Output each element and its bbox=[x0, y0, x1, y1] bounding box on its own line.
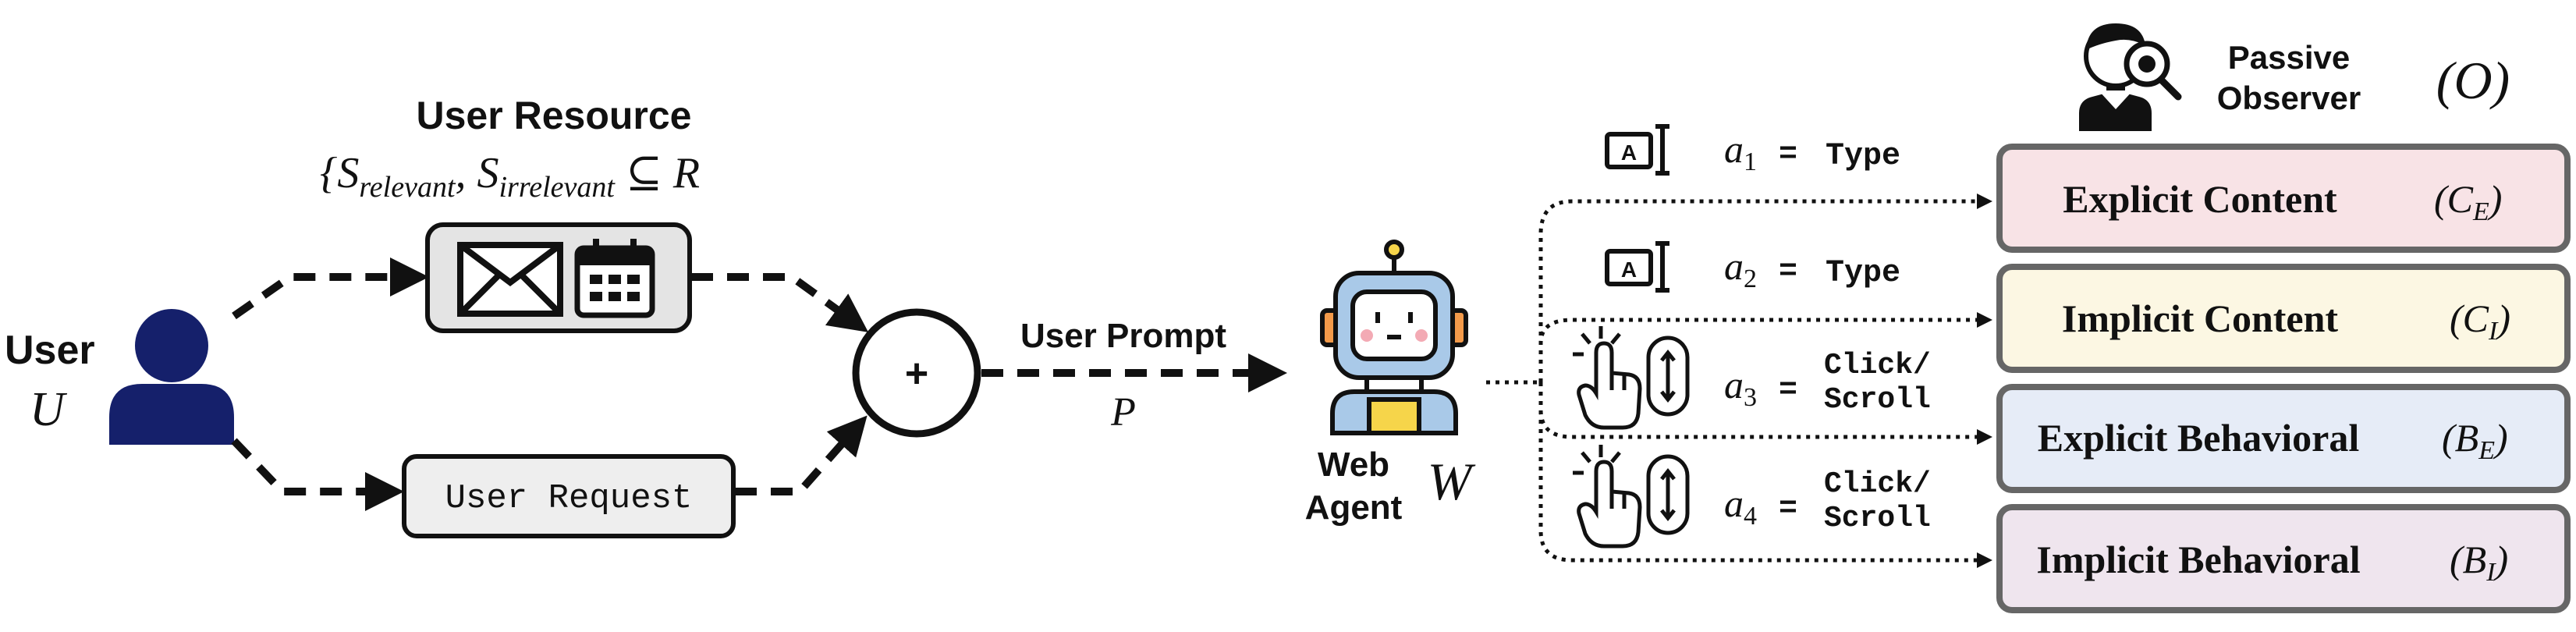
category-label: Implicit Behavioral bbox=[2036, 538, 2360, 581]
web-agent: Web Agent W bbox=[1305, 240, 1476, 527]
leakage-categories: Explicit Content (CE) Implicit Content (… bbox=[1996, 144, 2571, 613]
action-4-var: a4 bbox=[1724, 481, 1757, 531]
category-box bbox=[1996, 144, 2571, 253]
action-1: A a1 = Type bbox=[1605, 124, 1900, 176]
category-explicit-content: Explicit Content (CE) bbox=[1996, 144, 2571, 253]
action-4: a4 = Click/ Scroll bbox=[1573, 445, 1931, 549]
action-3-var: a3 bbox=[1724, 363, 1757, 412]
action-4-name-line1: Click/ bbox=[1824, 467, 1931, 501]
svg-text:A: A bbox=[1621, 257, 1637, 282]
request-label: User Request bbox=[445, 479, 693, 518]
robot-icon bbox=[1320, 240, 1468, 435]
keyboard-cursor-icon: A bbox=[1605, 124, 1669, 176]
user-prompt: User Prompt P bbox=[1020, 317, 1226, 435]
category-box bbox=[1996, 264, 2571, 373]
category-explicit-behavioral: Explicit Behavioral (BE) bbox=[1996, 384, 2571, 493]
action-3-eq: = bbox=[1779, 373, 1797, 408]
resource-set-formula: {Srelevant, Sirrelevant ⊆ R bbox=[320, 149, 700, 204]
mouse-icon bbox=[1646, 336, 1690, 417]
actions: A a1 = Type A a2 = Type bbox=[1573, 124, 1931, 549]
action-2: A a2 = Type bbox=[1605, 241, 1900, 293]
category-symbol: (CI) bbox=[2450, 296, 2510, 346]
action-2-eq: = bbox=[1779, 254, 1797, 289]
keyboard-cursor-icon: A bbox=[1605, 241, 1669, 293]
agent-label-line1: Web bbox=[1318, 446, 1389, 484]
category-label: Explicit Content bbox=[2063, 177, 2337, 221]
action-3-name-line1: Click/ bbox=[1824, 349, 1931, 382]
category-box bbox=[1996, 504, 2571, 613]
prompt-symbol: P bbox=[1110, 390, 1136, 435]
hand-click-icon bbox=[1573, 326, 1642, 430]
mouse-icon bbox=[1646, 454, 1690, 535]
request-box bbox=[402, 454, 736, 538]
combine-symbol: + bbox=[905, 351, 928, 396]
calendar-icon bbox=[574, 239, 655, 318]
prompt-label: User Prompt bbox=[1020, 317, 1226, 355]
observer-symbol: (O) bbox=[2436, 51, 2510, 110]
observer-label-line1: Passive bbox=[2228, 39, 2350, 76]
user-label: User bbox=[5, 328, 95, 373]
category-implicit-content: Implicit Content (CI) bbox=[1996, 264, 2571, 373]
category-label: Explicit Behavioral bbox=[2038, 416, 2360, 460]
envelope-icon bbox=[457, 242, 563, 317]
agent-symbol: W bbox=[1428, 452, 1476, 511]
action-1-eq: = bbox=[1779, 137, 1797, 172]
action-1-name: Type bbox=[1826, 139, 1900, 174]
user-resource: User Resource {Srelevant, Sirrelevant ⊆ … bbox=[320, 94, 700, 333]
passive-observer: Passive Observer (O) bbox=[2079, 23, 2510, 131]
dotted-routing bbox=[1486, 194, 1992, 568]
category-box bbox=[1996, 384, 2571, 493]
resource-title: User Resource bbox=[417, 94, 692, 137]
user-icon bbox=[109, 309, 234, 445]
category-implicit-behavioral: Implicit Behavioral (BI) bbox=[1996, 504, 2571, 613]
svg-text:A: A bbox=[1621, 140, 1637, 165]
observer-icon bbox=[2079, 23, 2182, 131]
combine-node: + bbox=[852, 308, 981, 438]
user-request: User Request bbox=[402, 454, 736, 538]
category-label: Implicit Content bbox=[2062, 296, 2339, 340]
action-3-name-line2: Scroll bbox=[1824, 383, 1931, 417]
category-symbol: (CE) bbox=[2434, 177, 2502, 226]
hand-click-icon bbox=[1573, 445, 1642, 549]
action-1-var: a1 bbox=[1724, 127, 1757, 176]
category-symbol: (BE) bbox=[2442, 416, 2508, 465]
observer-label-line2: Observer bbox=[2217, 80, 2361, 116]
action-3: a3 = Click/ Scroll bbox=[1573, 326, 1931, 430]
flow-arrows-left bbox=[231, 257, 1287, 511]
user-node: User U bbox=[5, 309, 234, 445]
action-2-var: a2 bbox=[1724, 244, 1757, 293]
action-2-name: Type bbox=[1826, 256, 1900, 291]
category-symbol: (BI) bbox=[2450, 538, 2508, 587]
action-4-eq: = bbox=[1779, 492, 1797, 527]
user-symbol: U bbox=[30, 383, 68, 436]
agent-label-line2: Agent bbox=[1305, 488, 1403, 527]
action-4-name-line2: Scroll bbox=[1824, 502, 1931, 535]
